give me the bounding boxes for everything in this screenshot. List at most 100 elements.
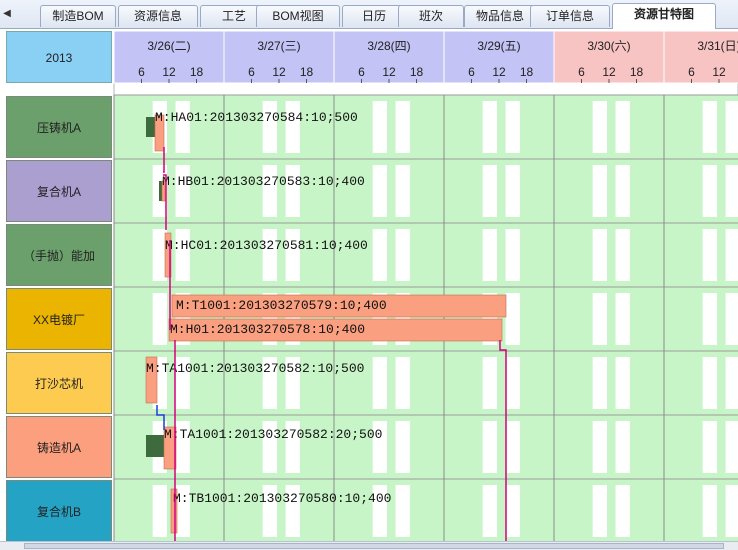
tab-order-info[interactable]: 订单信息 [530,5,610,27]
day-label: 3/29(五) [477,39,520,53]
hour-tick-label: 6 [248,65,255,79]
gantt-row [114,95,738,159]
task-label: M:T1001:201303270579:10;400 [176,298,387,313]
off-shift-block [262,229,277,281]
off-shift-block [152,229,167,281]
task-bar [164,232,172,278]
off-shift-block [285,229,300,281]
hour-tick-label: 6 [578,65,585,79]
resource-label[interactable]: 复合机A [6,160,112,222]
hour-tick-label: 6 [138,65,145,79]
off-shift-block [372,421,387,473]
off-shift-block [592,485,607,537]
off-shift-block [505,293,520,345]
resource-label[interactable]: 复合机B [6,480,112,542]
off-shift-block [152,485,167,537]
off-shift-block [725,293,738,345]
hour-tick-label: 12 [272,65,286,79]
task-bar [145,356,158,404]
off-shift-block [615,421,630,473]
day-header [333,30,445,84]
gantt-row [114,223,738,287]
hour-tick-label: 18 [410,65,424,79]
off-shift-block [175,485,190,537]
resource-label[interactable]: 打沙芯机 [6,352,112,414]
task-bar [154,114,165,152]
setup-bar [159,181,162,201]
tab-scroll-left-icon[interactable]: ◀ [3,8,11,19]
task-bar [168,318,503,342]
off-shift-block [482,101,497,153]
hour-tick-label: 6 [468,65,475,79]
off-shift-block [175,229,190,281]
hour-tick-label: 18 [630,65,644,79]
off-shift-block [175,165,190,217]
off-shift-block [372,357,387,409]
task-label: M:TB1001:201303270580:10;400 [173,491,391,506]
off-shift-block [372,101,387,153]
tab-item-info[interactable]: 物品信息 [464,5,536,27]
dependency-link [163,174,167,230]
gantt-row [114,479,738,543]
off-shift-block [505,357,520,409]
tab-bar: ◀ 制造BOM 资源信息 工艺 BOM视图 日历 班次 物品信息 订单信息 资源… [0,0,738,29]
off-shift-block [395,101,410,153]
task-bar [171,294,507,318]
off-shift-block [395,485,410,537]
off-shift-block [592,421,607,473]
off-shift-block [592,229,607,281]
day-label: 3/26(二) [147,39,190,53]
day-label: 3/30(六) [587,39,630,53]
tab-manufacturing-bom[interactable]: 制造BOM [40,5,116,27]
off-shift-block [395,357,410,409]
hour-tick-label: 6 [688,65,695,79]
hour-tick-label: 12 [382,65,396,79]
resource-label[interactable]: 压铸机A [6,96,112,158]
off-shift-block [505,101,520,153]
off-shift-block [152,293,167,345]
off-shift-block [482,421,497,473]
gantt-row [114,415,738,479]
day-label: 3/28(四) [367,39,410,53]
off-shift-block [262,421,277,473]
off-shift-block [592,293,607,345]
off-shift-block [285,357,300,409]
tab-bom-view[interactable]: BOM视图 [256,5,340,27]
hour-tick-label: 18 [520,65,534,79]
off-shift-block [262,357,277,409]
task-label: M:TA1001:201303270582:10;500 [146,361,364,376]
off-shift-block [505,165,520,217]
setup-bar [146,117,155,137]
resource-label[interactable]: XX电镀厂 [6,288,112,350]
task-bar [161,180,166,202]
off-shift-block [702,165,717,217]
day-header [223,30,335,84]
tab-shift[interactable]: 班次 [398,5,464,27]
resource-label[interactable]: 铸造机A [6,416,112,478]
off-shift-block [175,357,190,409]
off-shift-block [725,485,738,537]
off-shift-block [262,165,277,217]
off-shift-block [482,485,497,537]
tab-process[interactable]: 工艺 [200,5,268,27]
hour-tick-label: 12 [712,65,726,79]
tab-resource-gantt[interactable]: 资源甘特图 [612,3,716,29]
hour-tick-label: 18 [190,65,204,79]
task-label: M:HA01:201303270584:10;500 [155,110,358,125]
off-shift-block [372,165,387,217]
off-shift-block [372,229,387,281]
hour-tick-label: 6 [358,65,365,79]
off-shift-block [505,485,520,537]
off-shift-block [285,421,300,473]
tab-resource-info[interactable]: 资源信息 [118,5,198,27]
off-shift-block [725,101,738,153]
resource-label[interactable]: （手抛）能加 [6,224,112,286]
off-shift-block [175,421,190,473]
off-shift-block [615,165,630,217]
horizontal-scrollbar-thumb[interactable] [24,543,724,549]
off-shift-block [725,421,738,473]
header-spacer [113,82,738,96]
day-header [553,30,665,84]
off-shift-block [615,101,630,153]
